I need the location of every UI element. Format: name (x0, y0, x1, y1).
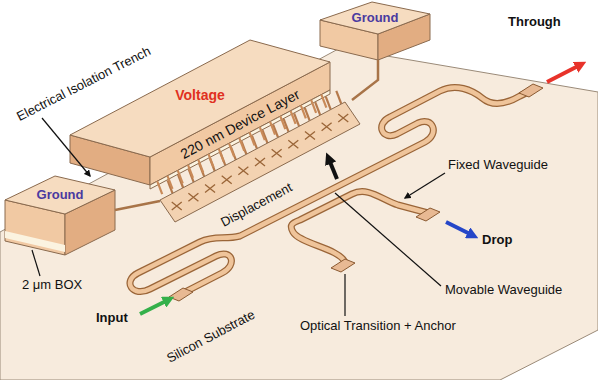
comb-finger (260, 127, 265, 140)
movable-waveguide (130, 87, 532, 292)
left-ground-pad (5, 176, 115, 255)
comb-finger (198, 160, 203, 173)
fixed-waveguide (291, 192, 428, 262)
comb-finger (167, 176, 172, 189)
leader-line (344, 274, 345, 316)
comb-finger (229, 143, 234, 156)
port-label: Input (96, 311, 128, 326)
comb-finger (336, 91, 341, 104)
through-arrow (547, 64, 582, 82)
comb-finger (178, 170, 183, 183)
comb-finger (250, 132, 255, 145)
comb-finger (157, 181, 162, 194)
comb-finger (219, 149, 224, 162)
lattice-cross (205, 184, 215, 192)
lattice-cross (222, 176, 232, 184)
comb-finger (291, 111, 296, 124)
lattice-cross (188, 193, 198, 201)
ground-pad-node: Ground (348, 9, 403, 28)
part-label: Optical Transition + Anchor (300, 319, 456, 334)
comb-finger (326, 97, 331, 110)
pad-label: Ground (352, 11, 399, 26)
leader-line (42, 118, 90, 176)
comb-finger (270, 122, 275, 135)
lattice-cross (322, 123, 332, 131)
comb-finger (188, 165, 193, 178)
actuator-node: Voltage220 nm Device Layer (70, 30, 330, 190)
comb-finger (301, 105, 306, 118)
lattice-cross (338, 114, 348, 122)
spring-beam (115, 201, 160, 210)
layer-label: 2 μm BOX (22, 278, 82, 293)
drop-arrow (446, 222, 474, 236)
part-label: Movable Waveguide (445, 283, 562, 298)
comb-finger (209, 154, 214, 167)
right-ground-pad (320, 2, 430, 60)
leader-line (32, 250, 40, 276)
comb-finger (305, 108, 310, 121)
port-label: Drop (482, 233, 512, 248)
lattice-cross (255, 158, 265, 166)
comb-finger (280, 116, 285, 129)
lattice-cross (272, 149, 282, 157)
lattice-cross (305, 132, 315, 140)
spring-beam (352, 60, 378, 100)
ground-pad-node: Ground (33, 186, 88, 205)
comb-finger (321, 95, 326, 108)
electrode-label: Voltage (175, 87, 225, 103)
input-arrow (140, 299, 170, 314)
lattice-cross (238, 167, 248, 175)
part-label: Fixed Waveguide (448, 158, 548, 173)
pad-label: Ground (37, 188, 84, 203)
comb-finger (239, 138, 244, 151)
comb-finger (311, 100, 316, 113)
port-label: Through (508, 15, 561, 30)
displacement-arrow (328, 157, 337, 179)
leader-line (405, 173, 445, 198)
lattice-cross (172, 202, 182, 210)
silicon-substrate (0, 48, 598, 380)
comb-finger (315, 102, 320, 115)
lattice-cross (288, 140, 298, 148)
leader-line (335, 193, 441, 286)
optical-anchor (169, 84, 543, 301)
